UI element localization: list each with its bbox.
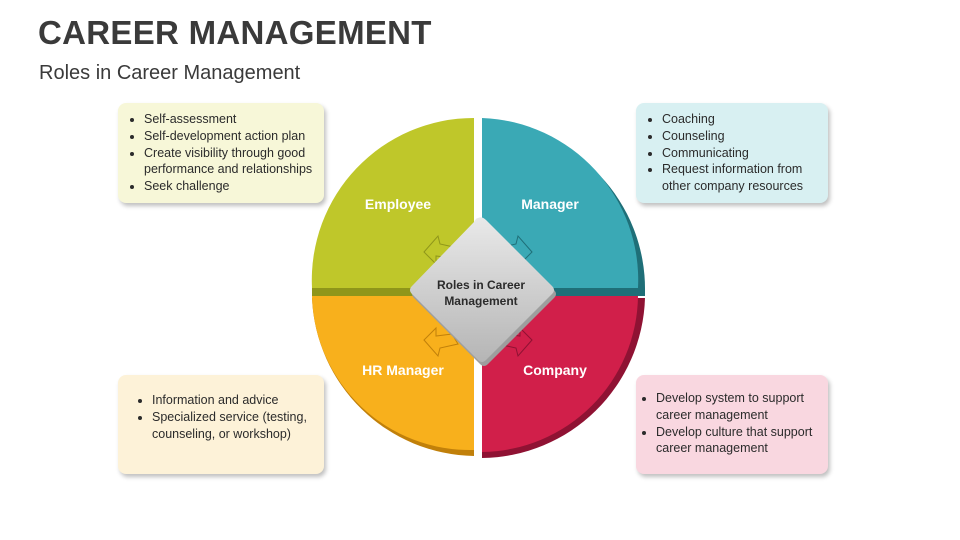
quadrant-label-company: Company <box>523 362 587 378</box>
list-item: Develop culture that support career mana… <box>656 424 828 458</box>
list-item: Information and advice <box>152 392 324 409</box>
company-roles-box: Develop system to support career managem… <box>636 375 828 474</box>
list-item: Self-development action plan <box>144 128 324 145</box>
hr-manager-roles-box: Information and advice Specialized servi… <box>118 375 324 474</box>
center-hub: Roles in Career Management <box>410 217 556 366</box>
page-subtitle: Roles in Career Management <box>39 62 301 84</box>
list-item: Coaching <box>662 111 828 128</box>
list-item: Counseling <box>662 128 828 145</box>
list-item: Specialized service (testing, counseling… <box>152 409 324 443</box>
list-item: Create visibility through good performan… <box>144 145 324 179</box>
list-item: Seek challenge <box>144 178 324 195</box>
page-title: CAREER MANAGEMENT <box>38 14 432 51</box>
list-item: Develop system to support career managem… <box>656 390 828 424</box>
center-label-line2: Management <box>444 294 517 308</box>
center-label-line1: Roles in Career <box>437 278 525 292</box>
list-item: Request information from other company r… <box>662 161 828 195</box>
manager-roles-box: Coaching Counseling Communicating Reques… <box>636 103 828 203</box>
employee-roles-box: Self-assessment Self-development action … <box>118 103 324 203</box>
quadrant-label-manager: Manager <box>521 196 579 212</box>
list-item: Self-assessment <box>144 111 324 128</box>
quadrant-label-hr-manager: HR Manager <box>362 362 444 378</box>
quadrant-label-employee: Employee <box>365 196 431 212</box>
list-item: Communicating <box>662 145 828 162</box>
